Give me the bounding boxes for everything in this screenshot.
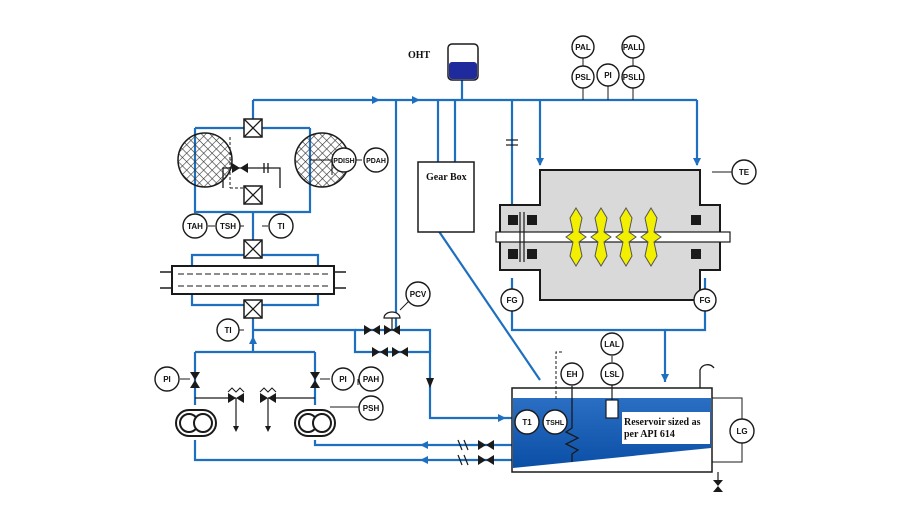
tag-psl: PSL (575, 73, 591, 82)
tag-pah: PAH (363, 375, 380, 384)
tag-lsl: LSL (604, 370, 619, 379)
suction-valves (457, 439, 494, 466)
cooler-inlet-valve (243, 239, 263, 319)
tag-pi-top: PI (604, 71, 612, 80)
pump-group (175, 372, 336, 437)
tag-pdah: PDAH (366, 158, 386, 165)
tag-ti-cooler: TI (224, 326, 231, 335)
tag-pi-pump-left: PI (163, 375, 171, 384)
tag-tshl: TSHL (546, 420, 565, 427)
oht-label: OHT (408, 50, 431, 61)
tag-pdish: PDISH (333, 158, 354, 165)
tag-te: TE (739, 168, 750, 177)
gear-box-label: Gear Box (426, 172, 467, 183)
tag-psll: PSLL (623, 73, 644, 82)
tag-ti-filter: TI (277, 222, 284, 231)
tag-tah: TAH (187, 222, 203, 231)
tag-pal: PAL (575, 43, 591, 52)
filter-assembly (177, 118, 350, 205)
filter-left (177, 132, 233, 188)
tag-fg-right: FG (699, 296, 710, 305)
overhead-tank: OHT (408, 43, 479, 81)
instrument-bubbles (154, 35, 757, 444)
gear-box: Gear Box (417, 161, 475, 233)
tag-pcv: PCV (410, 290, 427, 299)
instrument-tags: PAL PALL PSL PI PSLL TE PDISH PDAH TAH T… (163, 43, 750, 436)
compressor (495, 139, 731, 301)
reservoir-label-line1: Reservoir sized as (624, 417, 701, 428)
tag-fg-left: FG (506, 296, 517, 305)
instrument-connections (180, 58, 732, 423)
reservoir-label-line2: per API 614 (624, 429, 675, 440)
tag-psh: PSH (363, 404, 380, 413)
tag-lg: LG (736, 427, 747, 436)
tag-pall: PALL (623, 43, 643, 52)
oil-cooler (160, 265, 346, 295)
tag-lal: LAL (604, 340, 620, 349)
impellers (565, 207, 662, 267)
tag-tsh: TSH (220, 222, 236, 231)
tag-t1: T1 (522, 418, 532, 427)
flow-arrows (249, 96, 701, 464)
tag-pi-pump-right: PI (339, 375, 347, 384)
tag-eh: EH (566, 370, 577, 379)
